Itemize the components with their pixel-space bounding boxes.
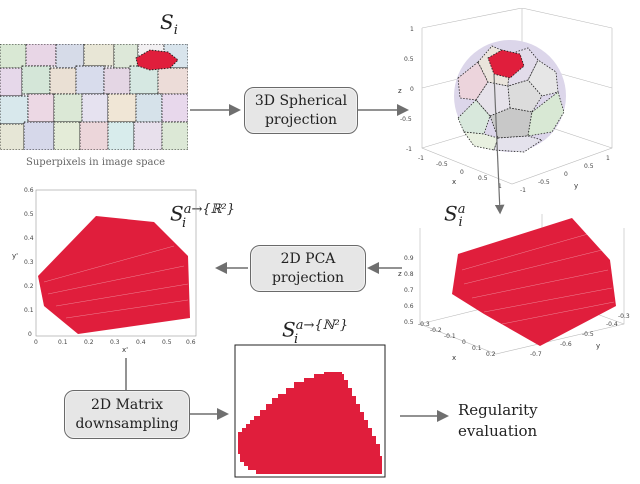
shape-2d bbox=[38, 216, 190, 334]
shape-3d bbox=[452, 218, 616, 346]
symbol-si-r2: Sa→{ℝ²} i bbox=[170, 201, 235, 231]
svg-text:0.6: 0.6 bbox=[404, 303, 414, 310]
svg-text:0.6: 0.6 bbox=[186, 339, 196, 346]
svg-text:-0.5: -0.5 bbox=[436, 161, 448, 168]
svg-text:0: 0 bbox=[462, 339, 466, 346]
plot2d-x-ticks: 0 0.1 0.2 0.3 0.4 0.5 0.6 bbox=[34, 339, 196, 346]
superpixel-image bbox=[0, 44, 188, 150]
plot3d-y-ticks: -0.3 -0.4 -0.5 -0.6 -0.7 bbox=[530, 313, 630, 358]
svg-text:0: 0 bbox=[410, 86, 414, 93]
svg-text:0.1: 0.1 bbox=[472, 345, 482, 352]
svg-text:-0.5: -0.5 bbox=[400, 116, 412, 123]
svg-text:0.3: 0.3 bbox=[24, 259, 34, 266]
svg-text:0.1: 0.1 bbox=[58, 339, 68, 346]
svg-text:0.6: 0.6 bbox=[24, 187, 34, 194]
plot2d-x-label: x' bbox=[122, 346, 128, 354]
svg-text:0.5: 0.5 bbox=[24, 211, 34, 218]
svg-text:0.2: 0.2 bbox=[84, 339, 94, 346]
svg-text:0.5: 0.5 bbox=[478, 175, 488, 182]
svg-text:-0.7: -0.7 bbox=[530, 351, 542, 358]
sphere-z-ticks: 1 0.5 0 -0.5 -1 bbox=[400, 26, 414, 153]
sphere-y-label: y bbox=[574, 182, 578, 190]
svg-text:0.2: 0.2 bbox=[486, 351, 496, 358]
target-superpixel bbox=[135, 49, 179, 71]
plot3d-z-ticks: 0.9 0.8 0.7 0.6 0.5 bbox=[404, 255, 414, 326]
svg-text:-0.3: -0.3 bbox=[418, 321, 430, 328]
svg-text:-0.5: -0.5 bbox=[538, 179, 550, 186]
svg-text:-0.6: -0.6 bbox=[560, 341, 572, 348]
svg-text:0.7: 0.7 bbox=[404, 287, 414, 294]
symbol-si-n2: Sa→{ℕ²} i bbox=[282, 317, 348, 347]
symbol-si-a: Sai bbox=[444, 201, 466, 230]
downsampled-matrix bbox=[234, 344, 386, 478]
svg-text:0: 0 bbox=[34, 339, 38, 346]
plot3d-z-label: z bbox=[398, 270, 402, 278]
plot-2d-pca: 0.6 0.5 0.4 0.3 0.2 0.1 0 y' 0 0.1 0.2 0… bbox=[12, 187, 197, 354]
svg-text:-0.3: -0.3 bbox=[618, 313, 630, 320]
plot2d-y-label: y' bbox=[12, 252, 18, 260]
svg-text:-0.4: -0.4 bbox=[606, 321, 618, 328]
plot3d-x-ticks: -0.3 -0.2 -0.1 0 0.1 0.2 bbox=[418, 321, 496, 358]
svg-text:0.1: 0.1 bbox=[24, 307, 34, 314]
svg-text:-1: -1 bbox=[418, 155, 424, 162]
pca-projection-box: 2D PCA projection bbox=[250, 245, 366, 292]
plot3d-y-label: y bbox=[596, 342, 600, 350]
svg-text:0.5: 0.5 bbox=[162, 339, 172, 346]
shape-3d-stripes bbox=[461, 233, 615, 325]
svg-text:0.5: 0.5 bbox=[404, 56, 414, 63]
svg-text:-0.2: -0.2 bbox=[430, 327, 442, 334]
downsampling-box: 2D Matrix downsampling bbox=[64, 390, 190, 439]
sphere-z-label: z bbox=[398, 87, 402, 95]
sphere-x-ticks: -1 -0.5 0 0.5 1 bbox=[418, 155, 502, 190]
svg-text:0: 0 bbox=[460, 169, 464, 176]
svg-text:-1: -1 bbox=[520, 187, 526, 194]
svg-text:0.3: 0.3 bbox=[110, 339, 120, 346]
svg-text:-1: -1 bbox=[406, 146, 412, 153]
plot-3d-points: 0.9 0.8 0.7 0.6 0.5 z -0.3 -0.2 -0.1 0 0… bbox=[398, 214, 630, 362]
svg-text:1: 1 bbox=[606, 155, 610, 162]
sphere bbox=[454, 40, 566, 153]
regularity-evaluation-label: Regularity evaluation bbox=[458, 401, 538, 440]
svg-text:0.5: 0.5 bbox=[404, 319, 414, 326]
plot3d-x-label: x bbox=[452, 354, 456, 362]
spherical-projection-box: 3D Spherical projection bbox=[244, 87, 358, 134]
svg-text:0.2: 0.2 bbox=[24, 283, 34, 290]
svg-text:0: 0 bbox=[28, 331, 32, 338]
symbol-si: Si bbox=[160, 10, 178, 38]
svg-text:-0.5: -0.5 bbox=[582, 331, 594, 338]
svg-text:1: 1 bbox=[498, 183, 502, 190]
svg-text:0.4: 0.4 bbox=[136, 339, 146, 346]
svg-text:0.9: 0.9 bbox=[404, 255, 414, 262]
shape-2d-stripes bbox=[43, 245, 189, 319]
caption-superpixels: Superpixels in image space bbox=[26, 157, 166, 168]
matrix-shape bbox=[238, 372, 382, 474]
sphere-x-label: x bbox=[452, 178, 456, 186]
svg-text:-0.1: -0.1 bbox=[444, 333, 456, 340]
svg-text:0: 0 bbox=[564, 171, 568, 178]
plot2d-frame bbox=[35, 189, 197, 337]
svg-text:0.8: 0.8 bbox=[404, 271, 414, 278]
sphere-plot: 1 0.5 0 -0.5 -1 z -1 -0.5 0 0.5 1 x 1 0.… bbox=[398, 8, 613, 194]
sphere-y-ticks: 1 0.5 0 -0.5 -1 bbox=[520, 155, 610, 194]
svg-text:0.4: 0.4 bbox=[24, 235, 34, 242]
svg-text:0.5: 0.5 bbox=[584, 163, 594, 170]
svg-text:1: 1 bbox=[410, 26, 414, 33]
arrow-sphere-to-3d bbox=[493, 73, 505, 215]
plot2d-y-ticks: 0.6 0.5 0.4 0.3 0.2 0.1 0 bbox=[24, 187, 34, 338]
